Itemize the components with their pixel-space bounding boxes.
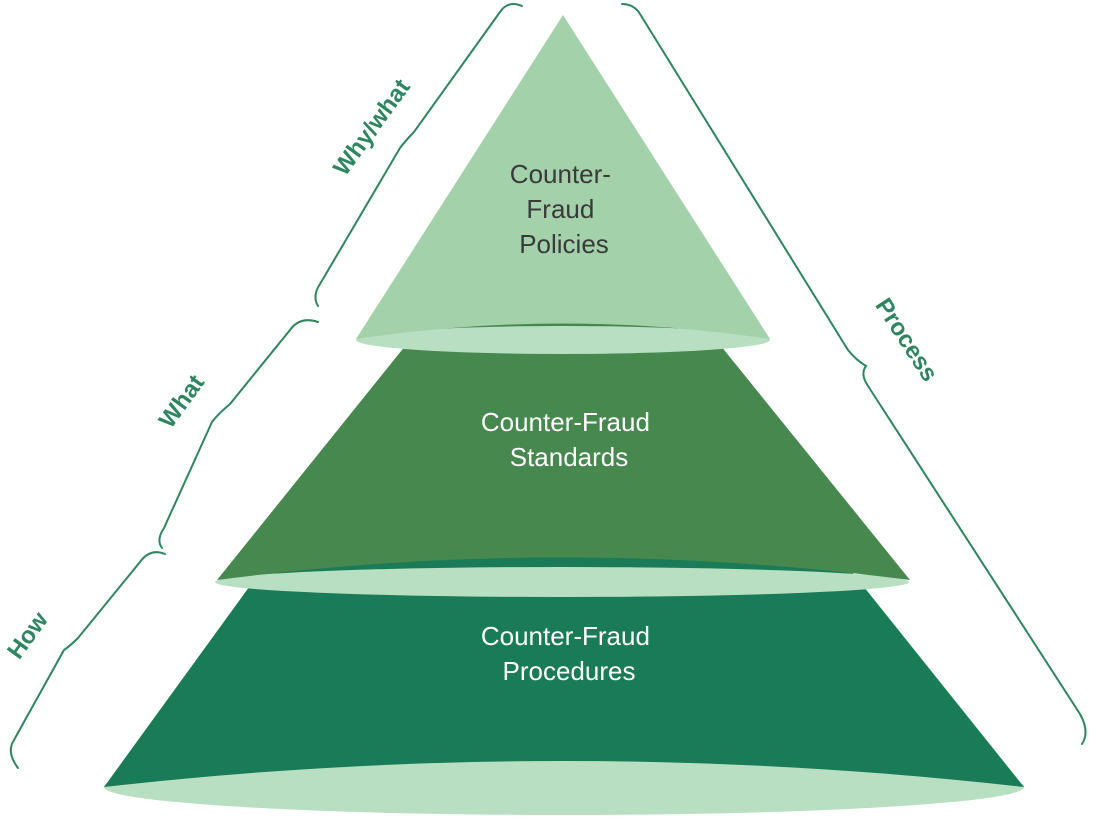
what-brace xyxy=(158,319,319,549)
procedures-label-line1: Counter-Fraud xyxy=(481,621,650,651)
policies-label: Counter- Fraud Policies xyxy=(510,159,618,259)
procedures-label-line2: Procedures xyxy=(503,656,636,686)
policies-label-line3: Policies xyxy=(519,229,609,259)
process-label: Process xyxy=(870,293,944,386)
standards-tier xyxy=(217,322,910,580)
standards-label-line1: Counter-Fraud xyxy=(481,407,650,437)
standards-tier-base xyxy=(215,567,909,597)
policies-label-line2: Fraud xyxy=(526,194,594,224)
policies-label-line1: Counter- xyxy=(510,159,611,189)
what-label: What xyxy=(154,370,210,433)
standards-label: Counter-Fraud Standards xyxy=(481,407,657,472)
process-brace xyxy=(621,3,1087,745)
policies-tier xyxy=(356,15,770,339)
why-what-label: Why/what xyxy=(328,74,416,180)
policies-tier-base xyxy=(356,326,770,354)
how-label: How xyxy=(2,607,54,664)
procedures-tier-base xyxy=(104,759,1024,815)
procedures-tier xyxy=(104,556,1024,787)
standards-label-line2: Standards xyxy=(510,442,629,472)
why-what-brace xyxy=(314,3,523,307)
how-brace xyxy=(9,551,166,769)
procedures-label: Counter-Fraud Procedures xyxy=(481,621,657,686)
